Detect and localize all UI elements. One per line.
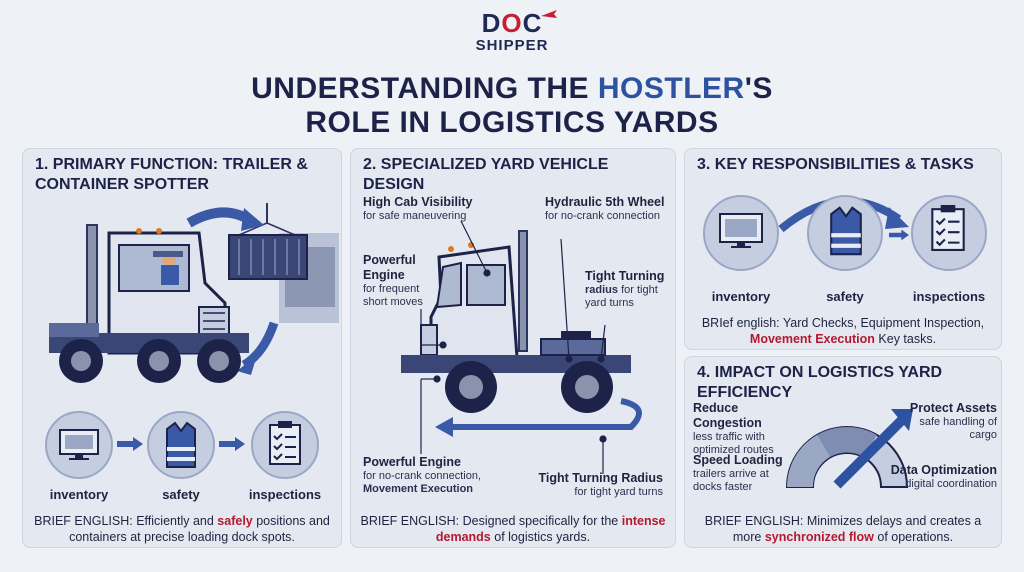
panel2-title: 2. SPECIALIZED YARD VEHICLE DESIGN [363, 156, 609, 193]
panel2-brief: BRIEF ENGLISH: Designed specifically for… [359, 513, 667, 545]
panel-impact: 4. IMPACT ON LOGISTICS YARD EFFICIENCY R… [684, 356, 1002, 548]
impact-reduce-congestion: Reduce Congestion less traffic with opti… [693, 401, 809, 457]
callout-powerful-engine-bottom: Powerful Engine for no-crank connection,… [363, 455, 513, 496]
title-line2: ROLE IN LOGISTICS YARDS [305, 106, 719, 139]
panel-vehicle-design: 2. SPECIALIZED YARD VEHICLE DESIGN [350, 148, 676, 548]
callout-powerful-engine-top: Powerful Engine for frequent short moves [363, 253, 437, 309]
arrow-right-icon-2 [219, 437, 245, 451]
clipboard-checklist-icon-3 [931, 205, 965, 251]
panel1-brief-red: safely [217, 514, 253, 528]
arrow-right-icon-3 [889, 229, 909, 241]
callout-turning2-sub: for tight yard turns [574, 486, 663, 498]
impact-reduce-head: Reduce Congestion [693, 401, 762, 430]
panel3-brief-red: Movement Execution [749, 332, 875, 346]
impact-speed-sub: trailers arrive at docks faster [693, 468, 769, 493]
panel1-brief-b: positions and containers at precise load… [69, 514, 330, 544]
panel3-brief: BRIef english: Yard Checks, Equipment In… [693, 315, 993, 347]
icon-label-safety: safety [162, 487, 200, 502]
logo-subtext: SHIPPER [475, 37, 549, 54]
yard-truck-diagram [401, 230, 642, 437]
safety-circle-3 [807, 195, 883, 271]
impact-protect-assets: Protect Assets safe handling of cargo [897, 401, 997, 442]
impact-data-optimization: Data Optimization digital coordination [887, 463, 997, 491]
logo-letter-o: O [501, 8, 523, 38]
hostler-truck-illustration [49, 203, 339, 383]
callout-engine2-sub: for no-crank connection, [363, 470, 482, 482]
panel4-brief-red: synchronized flow [764, 530, 874, 544]
icon-label-inventory: inventory [49, 487, 109, 502]
callout-turning2-head: Tight Turning Radius [538, 471, 663, 485]
panel-responsibilities: 3. KEY RESPONSIBILITIES & TASKS inventor… [684, 148, 1002, 350]
title-line1-a: UNDERSTANDING THE [251, 72, 598, 105]
callout-high-cab: High Cab Visibility for safe maneuvering [363, 195, 493, 223]
callout-hydraulic-sub: for no-crank connection [545, 210, 660, 222]
panel-primary-function: 1. PRIMARY FUNCTION: TRAILER & CONTAINER… [22, 148, 342, 548]
panel2-brief-a: BRIEF ENGLISH: Designed specifically for… [360, 514, 622, 528]
callout-turning-subhead: radius [585, 284, 619, 296]
safety-vest-icon [166, 421, 196, 468]
logo-letter-d: D [481, 8, 502, 38]
callout-engine-head: Powerful Engine [363, 253, 416, 282]
clipboard-checklist-icon [269, 421, 301, 465]
panel1-brief-a: BRIEF ENGLISH: Efficiently and [34, 514, 218, 528]
icon-label-inspections: inspections [248, 487, 322, 502]
icon3-label-inspections: inspections [912, 289, 986, 304]
title-line1-b: 'S [744, 72, 773, 105]
callout-hydraulic-head: Hydraulic 5th Wheel [545, 195, 665, 209]
callout-hydraulic: Hydraulic 5th Wheel for no-crank connect… [545, 195, 673, 223]
efficiency-gauge-icon [785, 409, 913, 489]
panel2-brief-b: of logistics yards. [490, 530, 591, 544]
impact-reduce-sub: less traffic with optimized routes [693, 431, 774, 456]
panel4-brief-b: of operations. [873, 530, 954, 544]
airplane-icon [541, 10, 557, 18]
panel2-brief-red: intense demands [435, 514, 666, 544]
title-highlight: HOSTLER [597, 72, 745, 105]
callout-leaders [420, 220, 607, 474]
callout-high-cab-head: High Cab Visibility [363, 195, 473, 209]
panel3-brief-a: BRIef english: Yard Checks, Equipment In… [701, 316, 985, 330]
panel4-brief: BRIEF ENGLISH: Minimizes delays and crea… [693, 513, 993, 545]
panel1-brief: BRIEF ENGLISH: Efficiently and safely po… [31, 513, 333, 545]
logo-wordmark: DOC [462, 8, 562, 38]
icon3-label-inventory: inventory [711, 289, 771, 304]
computer-monitor-icon-3 [719, 213, 763, 248]
impact-data-sub: digital coordination [905, 478, 997, 490]
icon3-label-safety: safety [826, 289, 864, 304]
logo-letter-c: C [522, 8, 543, 38]
arrow-right-icon [117, 437, 143, 451]
callout-turning-sub: for tight yard turns [585, 284, 658, 309]
impact-speed-loading: Speed Loading trailers arrive at docks f… [693, 453, 783, 494]
callout-engine2-bold: Movement Execution [363, 483, 474, 495]
computer-monitor-icon [59, 429, 99, 460]
impact-data-head: Data Optimization [890, 463, 997, 477]
safety-vest-icon-3 [830, 206, 862, 256]
page-title: UNDERSTANDING THE HOSTLER'S ROLE IN LOGI… [0, 72, 1024, 140]
callout-engine-sub: for frequent short moves [363, 283, 423, 308]
callout-engine2-head: Powerful Engine [363, 455, 461, 469]
panel3-title: 3. KEY RESPONSIBILITIES & TASKS [697, 156, 974, 173]
callout-high-cab-sub: for safe maneuvering [363, 210, 467, 222]
impact-speed-head: Speed Loading [693, 453, 783, 467]
callout-tight-turning-bottom: Tight Turning Radius for tight yard turn… [523, 471, 663, 499]
panel1-title: 1. PRIMARY FUNCTION: TRAILER & CONTAINER… [35, 156, 308, 193]
panel4-title: 4. IMPACT ON LOGISTICS YARD EFFICIENCY [697, 364, 943, 401]
docshipper-logo: DOC SHIPPER [462, 8, 562, 66]
callout-tight-turning-top: Tight Turning radius for tight yard turn… [585, 269, 669, 310]
panel3-brief-b: Key tasks. [874, 332, 937, 346]
panel4-brief-a: BRIEF ENGLISH: Minimizes delays and crea… [704, 514, 982, 544]
callout-turning-head: Tight Turning [585, 269, 665, 283]
impact-protect-head: Protect Assets [909, 401, 997, 415]
impact-protect-sub: safe handling of cargo [919, 416, 997, 441]
